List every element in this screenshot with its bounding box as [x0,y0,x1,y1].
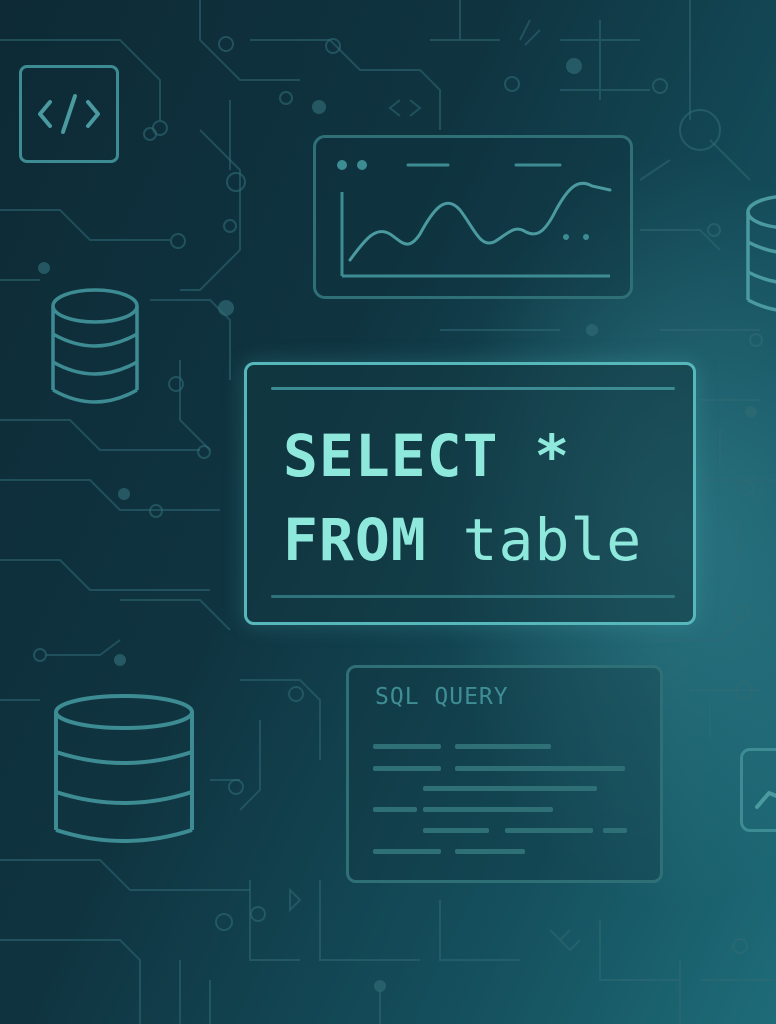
sql-statement-panel: SELECT * FROM table [244,362,696,625]
code-line [373,766,441,771]
sql-line-select: SELECT * [283,422,571,490]
query-card-title: SQL QUERY [375,684,509,710]
sql-table-name: table [462,506,643,574]
line-chart-panel [313,135,633,299]
code-line [423,786,597,791]
code-line [423,828,489,833]
code-line [603,828,627,833]
sql-query-card: SQL QUERY [346,665,663,883]
panel-divider [271,595,675,598]
code-line [455,849,525,854]
database-icon [54,694,194,843]
line-chart-icon [337,160,612,278]
sql-line-from: FROM table [283,511,642,569]
code-brackets-icon [19,65,119,163]
sql-keyword-from: FROM [283,506,427,574]
code-line [505,828,593,833]
database-icon [746,195,776,312]
code-line [373,744,441,749]
code-line [455,766,625,771]
database-icon [51,288,139,404]
chart-icon [740,748,776,832]
code-line [423,807,553,812]
code-line [373,849,441,854]
code-line [373,807,417,812]
code-line [455,744,551,749]
panel-divider [271,387,675,390]
